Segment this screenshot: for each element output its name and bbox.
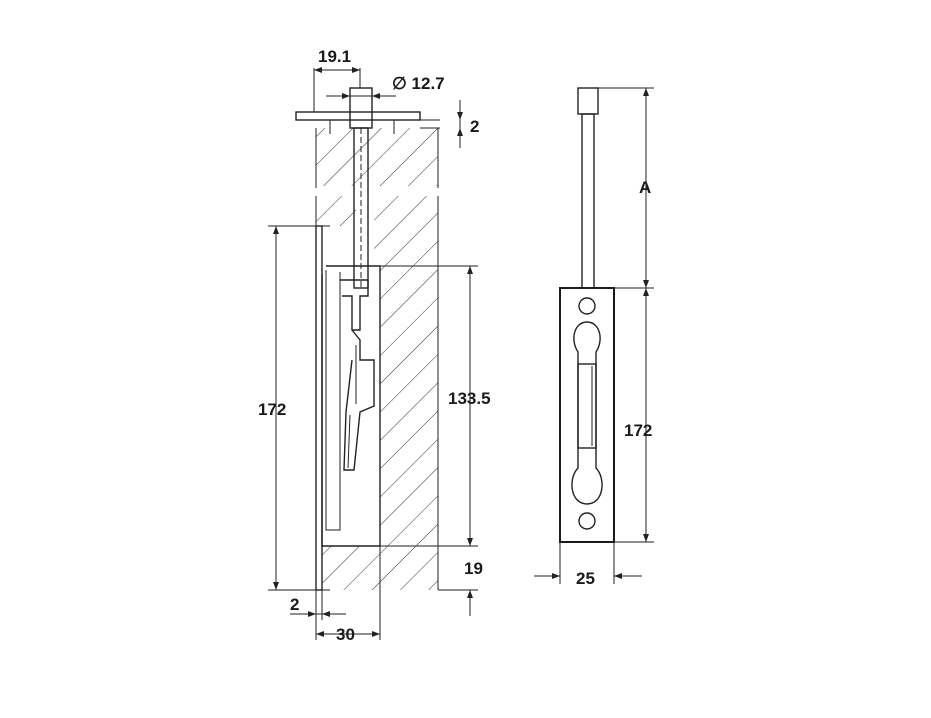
bolt-shaft xyxy=(581,113,595,289)
mortise-housing xyxy=(321,265,381,547)
label-25: 25 xyxy=(576,569,595,588)
label-172-right: 172 xyxy=(624,421,652,440)
dimension-19: 19 xyxy=(438,559,483,616)
label-19-1: 19.1 xyxy=(318,47,351,66)
section-view: 19.1 ∅ 12.7 2 172 xyxy=(258,47,491,644)
screw-hole-top xyxy=(578,297,596,315)
dimension-2-bottom: 2 xyxy=(290,590,346,640)
front-face-plate xyxy=(559,287,615,543)
dimension-30: 30 xyxy=(316,546,381,644)
dimension-172-right: 172 xyxy=(614,288,654,543)
dimension-133-5: 133.5 xyxy=(380,265,491,547)
bolt-rod xyxy=(349,87,373,289)
door-hatching xyxy=(316,128,438,590)
label-30: 30 xyxy=(336,625,355,644)
label-2-top: 2 xyxy=(470,117,479,136)
label-a: A xyxy=(639,178,651,197)
label-19: 19 xyxy=(464,559,483,578)
label-133-5: 133.5 xyxy=(448,389,491,408)
dimension-172-left: 172 xyxy=(258,225,316,591)
bolt-tip xyxy=(577,87,599,115)
strike-plate xyxy=(295,111,440,134)
label-diameter: ∅ 12.7 xyxy=(392,74,445,93)
dimension-a: A xyxy=(598,87,654,289)
screw-hole-bottom xyxy=(578,512,596,530)
dimension-25: 25 xyxy=(534,542,642,588)
dimension-19-1: 19.1 xyxy=(313,47,361,112)
dimension-diameter-12-7: ∅ 12.7 xyxy=(326,74,445,99)
lever-slot xyxy=(571,321,603,505)
lever-mechanism xyxy=(340,279,375,471)
lever-window xyxy=(577,363,597,449)
dimension-2-top: 2 xyxy=(457,100,479,148)
label-2-bottom: 2 xyxy=(290,595,299,614)
label-172-left: 172 xyxy=(258,400,286,419)
front-view: A 172 25 xyxy=(534,87,654,588)
